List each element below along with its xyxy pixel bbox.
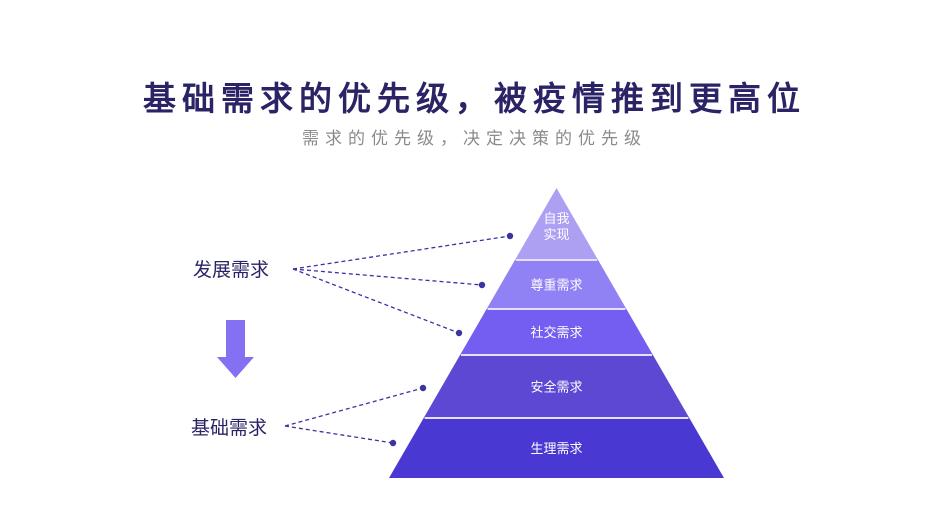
page-subtitle: 需求的优先级，决定决策的优先级 [302, 129, 647, 149]
pyramid-layer-label: 社交需求 [530, 325, 582, 341]
development-needs-label: 发展需求 [193, 259, 270, 281]
pyramid-layer-safety [423, 355, 690, 418]
pyramid-layer-label: 安全需求 [530, 380, 582, 396]
connector-line [292, 235, 511, 270]
connector-dot [455, 329, 463, 337]
connector-line [284, 387, 424, 427]
pyramid-layer-label: 实现 [543, 228, 569, 243]
basic-needs-label: 基础需求 [191, 417, 268, 439]
pyramid-layer-label: 生理需求 [530, 442, 582, 457]
page-title: 基础需求的优先级，被疫情推到更高位 [143, 79, 806, 118]
pyramid-layer-esteem [486, 260, 627, 309]
connector-dot [506, 232, 514, 240]
pyramid-layer-self-actualization [514, 188, 599, 260]
pyramid-layer-label: 尊重需求 [530, 278, 582, 294]
connector-dot [389, 439, 397, 447]
pyramid-layer-physiological [389, 418, 724, 478]
connector-lines [284, 232, 514, 447]
connector-line [292, 268, 460, 334]
pyramid-layer-label: 自我 [543, 212, 569, 227]
pyramid-layer-social [460, 309, 653, 355]
connector-dot [478, 281, 486, 289]
connector-line [284, 425, 394, 444]
connector-line [292, 268, 483, 286]
arrow-down-icon [217, 320, 254, 378]
connector-dot [419, 384, 427, 392]
